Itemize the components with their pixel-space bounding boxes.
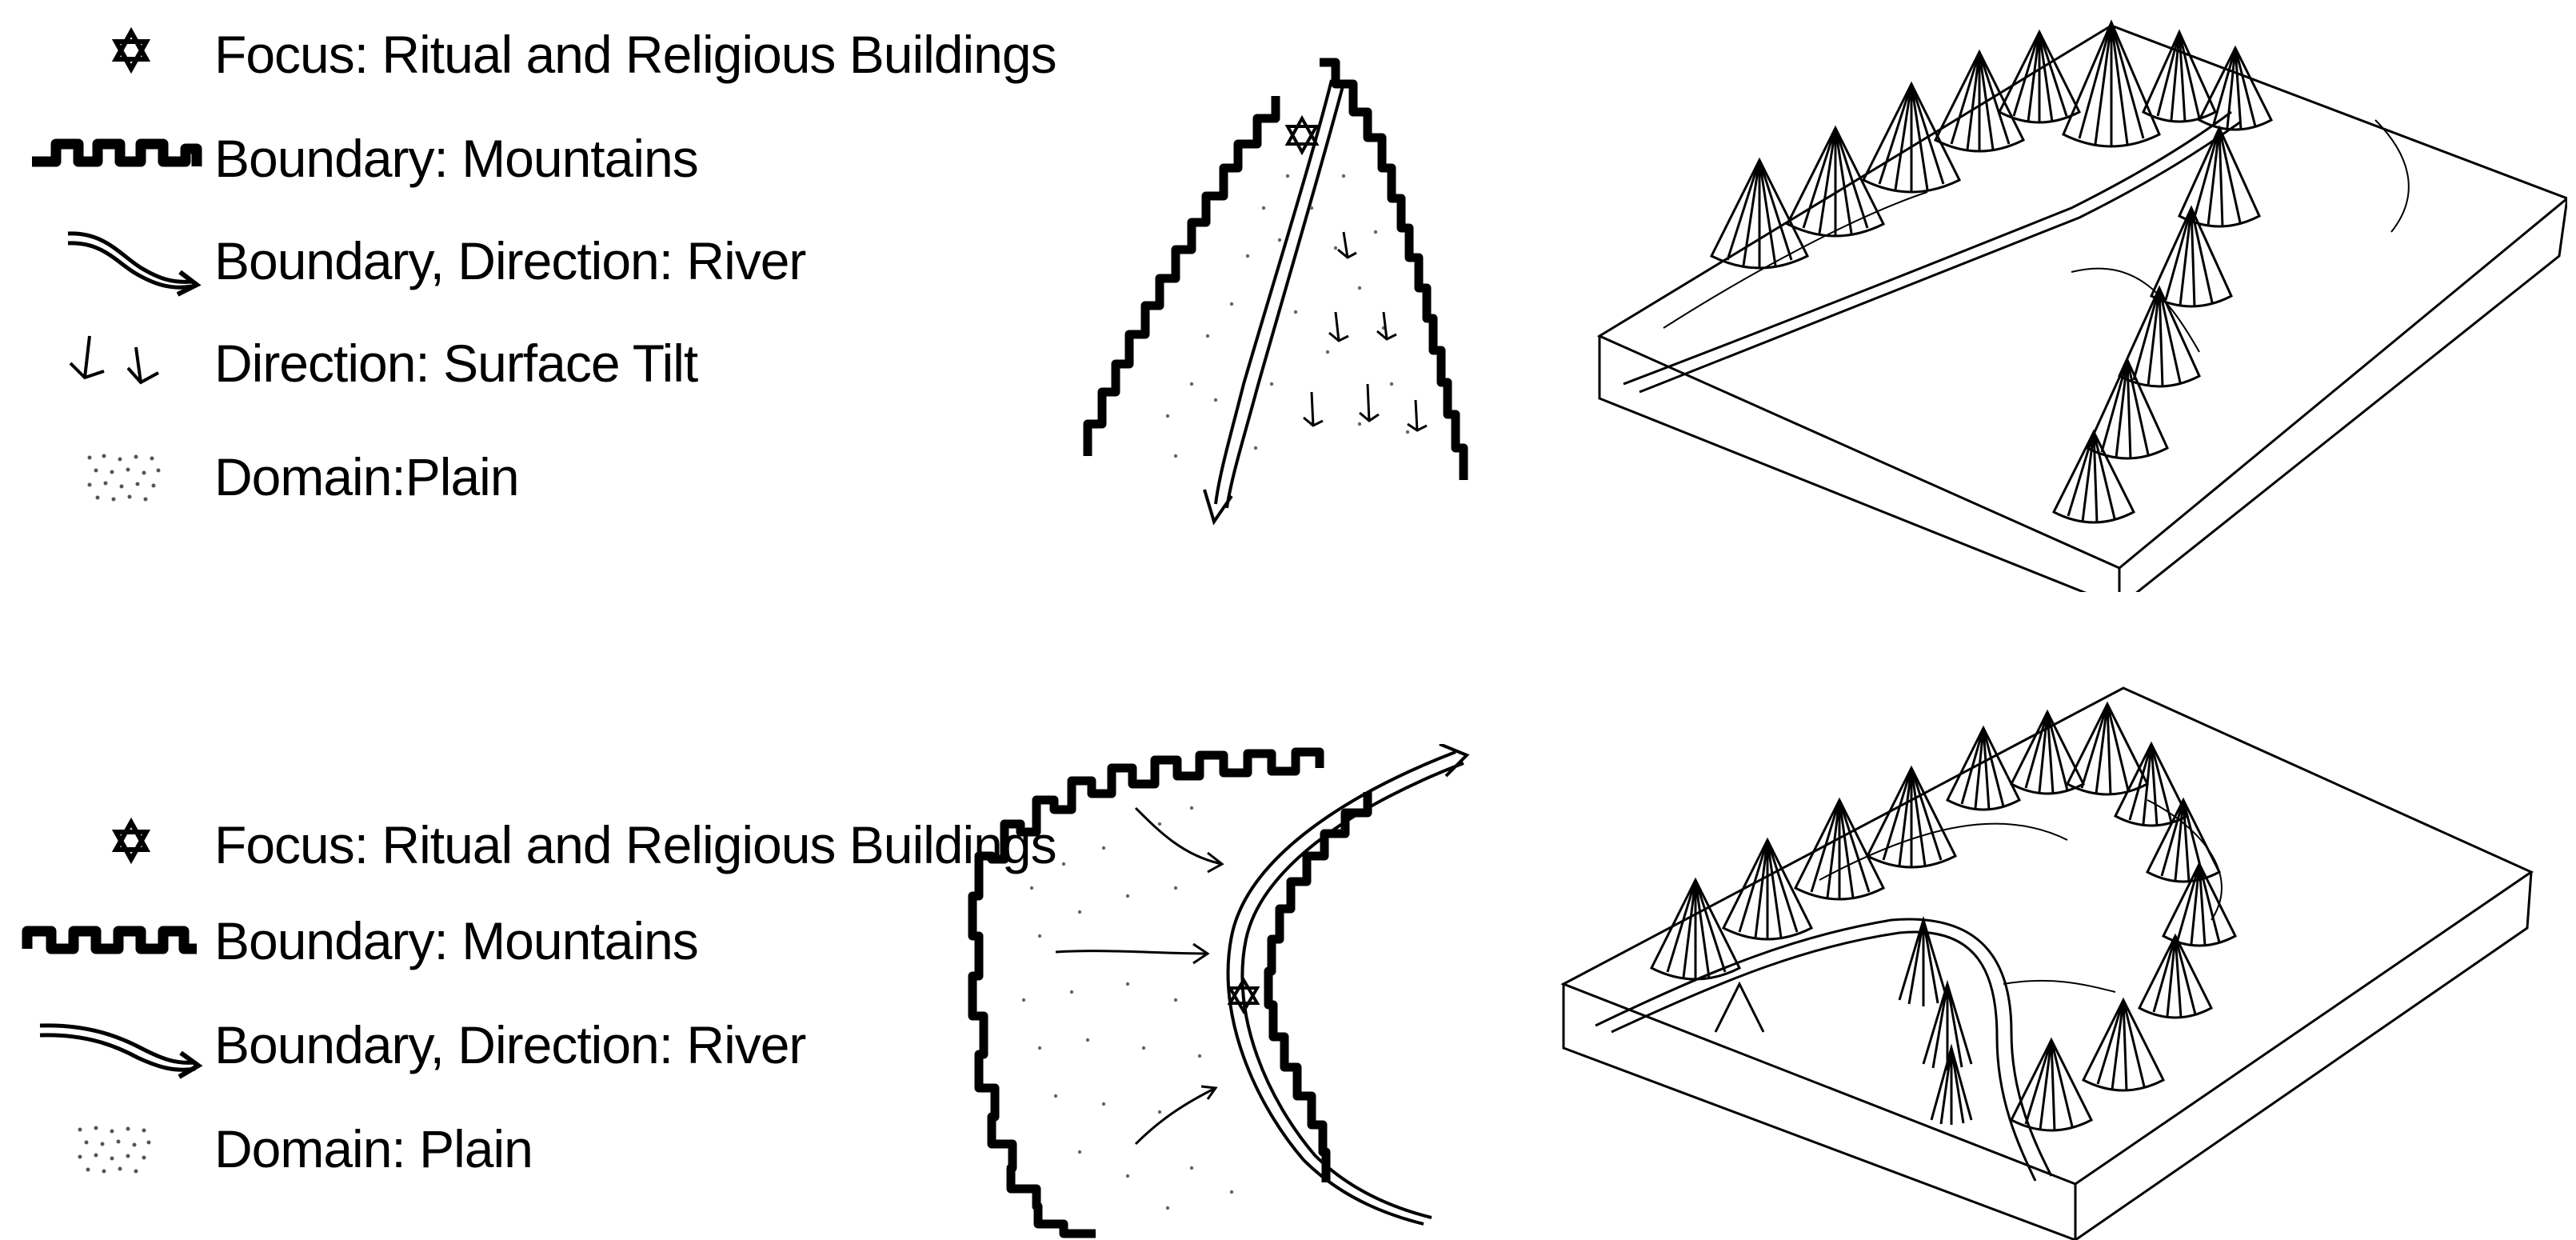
legend-item-tilt: Direction: Surface Tilt <box>0 318 1040 406</box>
bottom-panel: Focus: Ritual and Religious Buildings Bo… <box>0 632 2576 1240</box>
block-diagram-valley <box>1592 16 2567 592</box>
legend-label: Boundary, Direction: River <box>214 231 806 290</box>
legend-label: Direction: Surface Tilt <box>214 334 698 393</box>
dotted-plain-icon <box>0 432 208 520</box>
legend-item-mountains: Boundary: Mountains <box>0 896 1040 984</box>
legend-label: Focus: Ritual and Religious Buildings <box>214 25 1057 84</box>
legend-label: Boundary, Direction: River <box>214 1015 806 1074</box>
legend-label: Domain:Plain <box>214 447 520 506</box>
legend-item-river: Boundary, Direction: River <box>0 1000 1040 1088</box>
legend-item-plain: Domain:Plain <box>0 432 1040 520</box>
dotted-plain-icon <box>0 1104 208 1192</box>
star-of-david-icon <box>0 10 208 98</box>
legend-item-river: Boundary, Direction: River <box>0 216 1040 304</box>
plan-sketch-valley <box>1072 48 1504 528</box>
legend-item-plain: Domain: Plain <box>0 1104 1040 1192</box>
river-arrow-icon <box>0 1000 208 1088</box>
star-of-david-icon <box>0 800 208 888</box>
legend-item-mountains: Boundary: Mountains <box>0 114 1040 202</box>
legend-label: Boundary: Mountains <box>214 911 699 970</box>
tilt-arrows-icon <box>0 318 208 406</box>
legend-label: Boundary: Mountains <box>214 129 699 188</box>
legend-item-focus: Focus: Ritual and Religious Buildings <box>0 10 1057 98</box>
legend-bottom: Focus: Ritual and Religious Buildings Bo… <box>0 632 1057 1240</box>
legend-item-focus: Focus: Ritual and Religious Buildings <box>0 800 1057 888</box>
legend-top: Focus: Ritual and Religious Buildings Bo… <box>0 0 1057 608</box>
top-panel: Focus: Ritual and Religious Buildings Bo… <box>0 0 2576 608</box>
river-arrow-icon <box>0 216 208 304</box>
legend-label: Domain: Plain <box>214 1119 533 1178</box>
mountain-boundary-icon <box>0 896 208 984</box>
legend-label: Focus: Ritual and Religious Buildings <box>214 815 1057 874</box>
block-diagram-crescent <box>1556 680 2555 1240</box>
mountain-boundary-icon <box>0 114 208 202</box>
plan-sketch-crescent <box>968 744 1480 1240</box>
